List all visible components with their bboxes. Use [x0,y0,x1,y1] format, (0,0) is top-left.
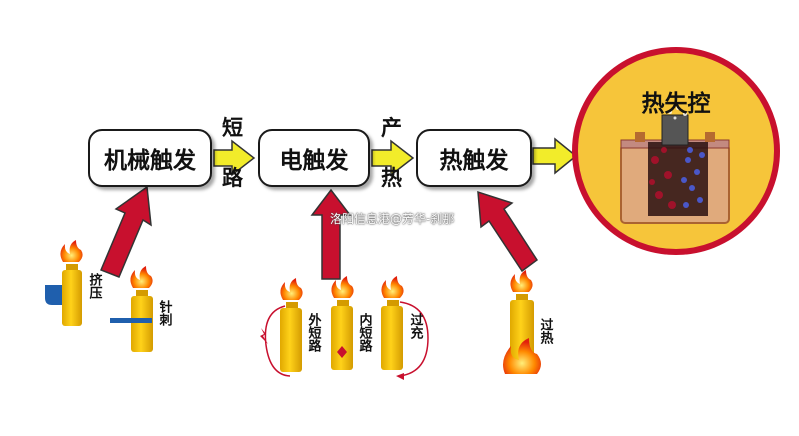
label-overheat: 过热 [538,317,554,345]
thermal-runaway-circle [572,47,780,255]
stage-electrical-trigger: 电触发 [258,129,370,187]
thermal-runaway-title: 热失控 [641,91,711,117]
label-nail: 针刺 [157,299,174,327]
internal-short-battery-icon [331,276,354,370]
red-arrow-thermal [477,190,539,273]
overheat-battery-icon [503,270,541,374]
label-internal-short: 内短路 [357,312,373,352]
label-external-short: 外短路 [306,312,323,352]
transition-short-circuit-2: 路 [222,166,243,190]
stage-mechanical-trigger: 机械触发 [88,129,212,187]
flow-arrow-3 [532,137,578,175]
transition-heat-gen-2: 热 [381,166,402,190]
overcharge-battery-icon [381,276,429,380]
flow-arrow-2 [371,139,415,177]
transition-heat-gen-1: 产 [381,116,402,140]
transition-short-circuit-1: 短 [222,116,243,140]
label-crush: 挤压 [87,272,103,300]
nail-battery-icon [110,266,153,352]
red-arrow-mechanical [100,185,152,278]
stage-thermal-trigger: 热触发 [416,129,532,187]
red-arrow-electrical [310,188,352,280]
watermark: 洛阳信息港@芳华-刹那 [330,212,455,226]
label-overcharge: 过充 [408,312,424,340]
external-short-battery-icon [260,278,303,377]
crush-battery-icon [45,240,83,326]
flow-arrow-1 [213,139,256,177]
